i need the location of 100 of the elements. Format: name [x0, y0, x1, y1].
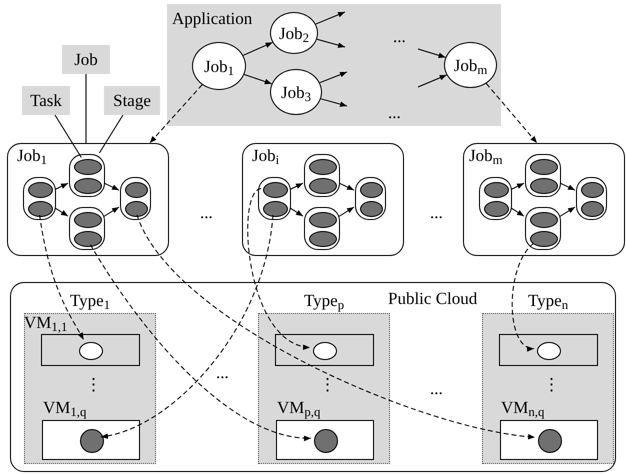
arrow: [418, 74, 448, 88]
job-box: [463, 143, 625, 256]
job-circle: Job$_{2}$: [270, 12, 318, 54]
task-ellipse: [309, 178, 337, 194]
node-label: VM$_{1,1}$: [24, 314, 68, 331]
arrow: [320, 98, 348, 107]
task-ellipse: [360, 201, 383, 217]
stage-pill: [525, 154, 561, 197]
arrow: [560, 182, 576, 191]
arrow: [290, 182, 304, 190]
arrow: [242, 42, 274, 56]
arrow: [486, 83, 538, 144]
task-ellipse: [530, 231, 558, 247]
arrow: [149, 84, 203, 144]
label-tag: Stage: [104, 86, 160, 115]
task-ellipse: [309, 231, 337, 247]
cloud-panel: [10, 282, 616, 472]
job-box: [242, 143, 404, 256]
arrow: [510, 182, 524, 190]
job-box: [7, 143, 169, 256]
ellipsis-mark: ⋮: [543, 376, 560, 393]
stage-pill: [479, 177, 512, 220]
stage-pill: [576, 177, 607, 220]
task-ellipse: [360, 182, 383, 198]
task-ellipse: [530, 178, 558, 194]
task-ellipse: [263, 201, 288, 217]
arrow: [418, 48, 446, 58]
vm-box: [499, 334, 598, 366]
arrow: [54, 207, 68, 217]
node-label: Job$_{m}$: [469, 147, 503, 164]
vm-slot-circle: [538, 429, 562, 453]
arrow: [104, 206, 120, 217]
leader-line: [54, 114, 82, 158]
stage-pill: [258, 177, 291, 220]
task-ellipse: [530, 159, 558, 175]
arrow: [338, 182, 354, 191]
vm-slot-circle: [79, 342, 103, 360]
arrow: [315, 12, 346, 25]
node-label: Type$_{1}$: [68, 292, 112, 309]
task-ellipse: [530, 212, 558, 228]
ellipsis-mark: ...: [393, 28, 406, 45]
arrow: [316, 38, 346, 48]
arrow: [338, 206, 354, 217]
node-label: Job$_{1}$: [17, 147, 47, 164]
stage-pill: [525, 207, 561, 250]
arrow: [90, 244, 312, 440]
job-circle: Job$_{3}$: [270, 69, 322, 115]
arrow: [104, 182, 120, 191]
task-ellipse: [581, 182, 604, 198]
task-ellipse: [74, 231, 102, 247]
task-ellipse: [28, 182, 53, 198]
task-ellipse: [74, 178, 102, 194]
label-tag: Job: [62, 45, 110, 74]
job-circle: Job$_{1}$: [192, 42, 246, 90]
node-label: Job$_{i}$: [252, 147, 280, 164]
arrow: [244, 74, 272, 84]
arrow: [512, 242, 535, 350]
ellipsis-mark: ...: [430, 204, 443, 221]
arrow: [560, 206, 576, 217]
vm-slot-circle: [537, 342, 561, 360]
task-ellipse: [74, 212, 102, 228]
arrow: [319, 72, 348, 84]
stage-pill: [120, 177, 151, 220]
task-ellipse: [484, 201, 509, 217]
vm-slot-circle: [314, 429, 338, 453]
task-ellipse: [309, 159, 337, 175]
arrow: [136, 214, 536, 440]
ellipsis-mark: ...: [200, 204, 213, 221]
node-label: Application: [172, 10, 252, 27]
ellipsis-mark: ⋮: [319, 376, 336, 393]
stage-pill: [69, 207, 105, 250]
application-panel: [167, 4, 501, 126]
node-label: Public Cloud: [388, 290, 478, 307]
arrow: [54, 182, 68, 190]
stage-pill: [304, 207, 340, 250]
node-label: Type$_{n}$: [526, 292, 570, 309]
stage-pill: [69, 154, 105, 197]
arrow: [290, 207, 304, 217]
task-ellipse: [125, 182, 148, 198]
label-tag: Task: [22, 86, 70, 115]
vm-box: [275, 334, 374, 366]
task-ellipse: [74, 159, 102, 175]
ellipsis-mark: ...: [430, 380, 443, 397]
arrow: [100, 214, 274, 438]
task-ellipse: [125, 201, 148, 217]
task-ellipse: [484, 182, 509, 198]
job-circle: Job$_{m}$: [444, 42, 497, 88]
stage-pill: [355, 177, 386, 220]
vm-slot-circle: [313, 342, 337, 360]
arrow: [510, 207, 524, 217]
task-ellipse: [28, 201, 53, 217]
ellipsis-mark: ⋮: [85, 376, 102, 393]
vm-slot-circle: [80, 429, 104, 453]
task-ellipse: [263, 182, 288, 198]
task-ellipse: [309, 212, 337, 228]
stage-pill: [304, 154, 340, 197]
task-ellipse: [581, 201, 604, 217]
leader-line: [98, 114, 124, 154]
ellipsis-mark: ...: [216, 364, 229, 381]
arrow: [39, 214, 84, 340]
